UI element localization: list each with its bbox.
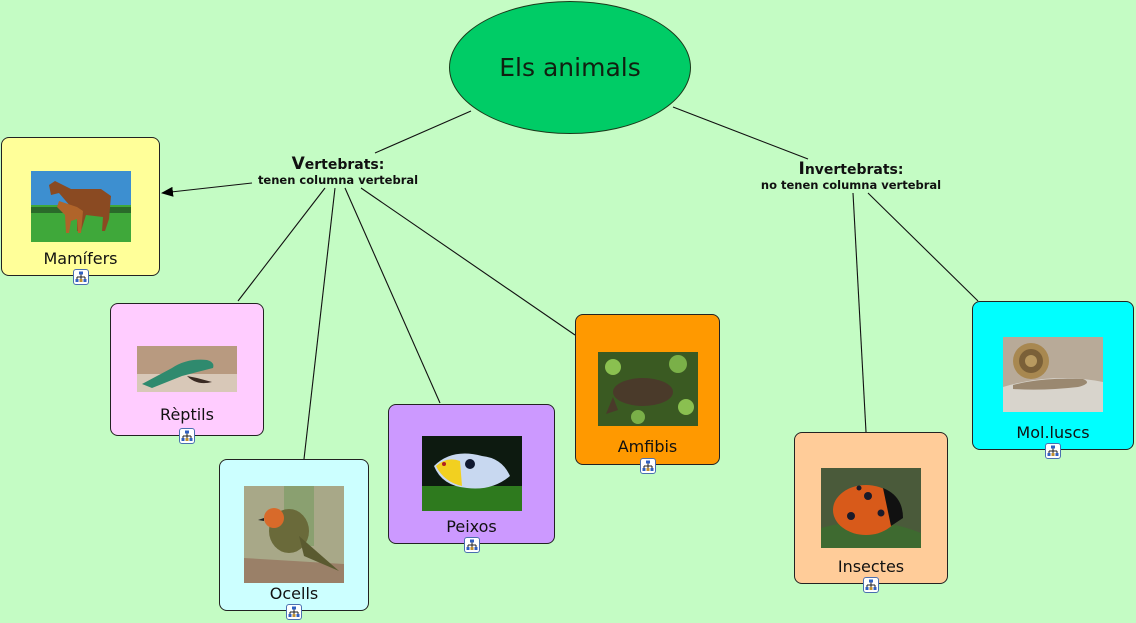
concept-map-icon[interactable] (639, 458, 656, 474)
concept-label: Insectes (837, 557, 905, 576)
concept-label: Ocells (269, 584, 319, 603)
concept-label: Mol.luscs (1016, 423, 1090, 442)
link-phrase-description: tenen columna vertebral (257, 173, 419, 188)
link-phrase-title: nvertebrats: (804, 162, 904, 178)
robin-photo (244, 486, 344, 583)
concept-ocells[interactable]: Ocells (219, 459, 369, 620)
link-phrase-title: ertebrats: (304, 157, 385, 173)
concept-label: Mamífers (43, 249, 118, 268)
link-phrase-description: no tenen columna vertebral (760, 178, 942, 193)
link-phrase-title-initial: I (798, 159, 805, 179)
link-phrase-title-initial: V (291, 154, 305, 174)
lizard-photo (137, 346, 237, 392)
concept-molluscs[interactable]: Mol.luscs (972, 301, 1134, 459)
concept-map-icon[interactable] (1045, 443, 1061, 459)
concept-label: Amfibis (617, 437, 678, 456)
root-label: Els animals (499, 53, 641, 82)
link-phrase-vertebrats[interactable]: Vertebrats: tenen columna vertebral (248, 154, 428, 188)
snail-photo (1003, 337, 1103, 412)
concept-map-icon[interactable] (179, 428, 195, 444)
concept-label: Rèptils (160, 405, 214, 424)
concept-reptils[interactable]: Rèptils (110, 303, 264, 444)
root-concept-els-animals[interactable]: Els animals (449, 1, 691, 134)
fish-photo (421, 436, 522, 511)
concept-peixos[interactable]: Peixos (388, 404, 555, 553)
horse-photo (30, 171, 131, 242)
concept-label: Peixos (446, 517, 497, 536)
concept-map-icon[interactable] (463, 537, 480, 553)
concept-map-icon[interactable] (72, 269, 89, 285)
concept-insectes[interactable]: Insectes (794, 432, 948, 593)
frog-photo (597, 352, 698, 426)
concept-map-icon[interactable] (863, 577, 879, 593)
ladybug-photo (821, 468, 921, 548)
concept-amfibis[interactable]: Amfibis (575, 314, 720, 474)
link-phrase-invertebrats[interactable]: Invertebrats: no tenen columna vertebral (748, 159, 954, 193)
concept-mamifers[interactable]: Mamífers (1, 137, 160, 285)
concept-map-icon[interactable] (286, 604, 302, 620)
